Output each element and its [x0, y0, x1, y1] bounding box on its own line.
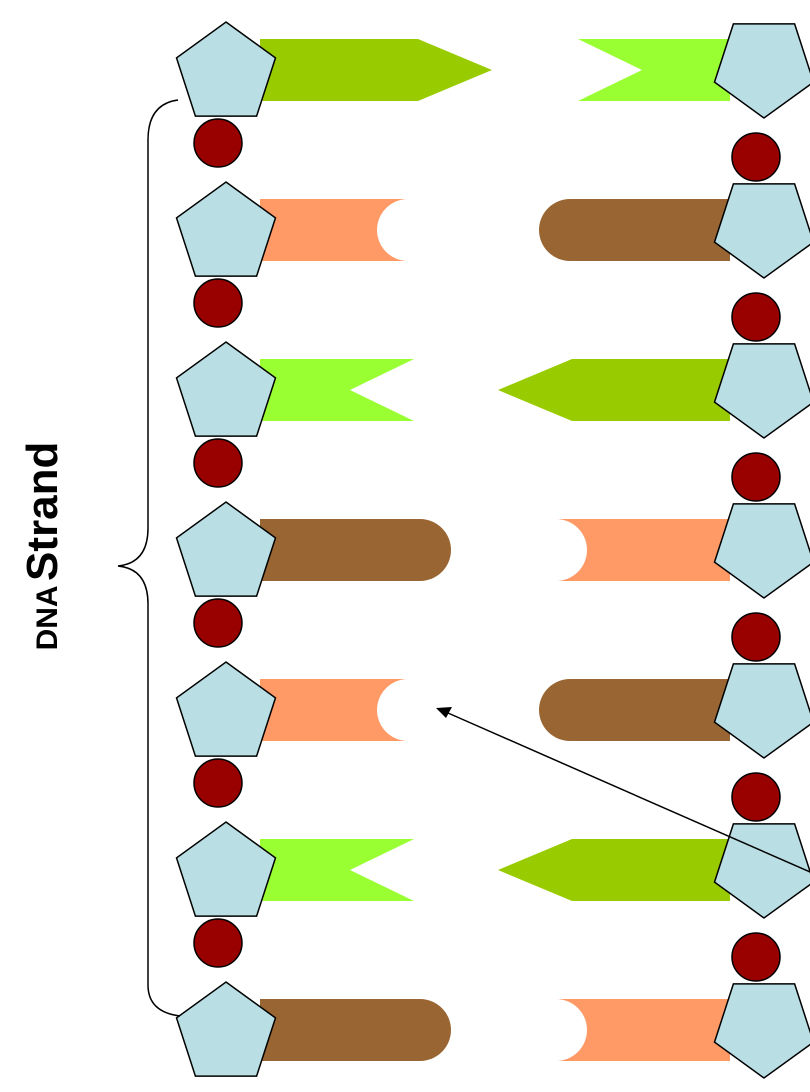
left-sugar-6	[175, 821, 277, 917]
right-sugar-5	[713, 663, 810, 759]
pointer-arrow	[436, 707, 810, 873]
right-sugar-7	[713, 983, 810, 1079]
sugar-groups	[175, 21, 810, 1079]
left-base-6	[260, 839, 414, 901]
right-sugar-4	[713, 503, 810, 599]
left-sugar-2	[175, 181, 277, 277]
left-phosphate-2	[193, 278, 243, 328]
right-base-6	[498, 839, 730, 901]
right-phosphate-5	[731, 772, 781, 822]
right-base-4	[556, 519, 730, 581]
left-phosphate-1	[193, 118, 243, 168]
right-base-5	[539, 679, 730, 741]
left-bases	[260, 39, 492, 1061]
right-phosphate-4	[731, 612, 781, 662]
left-phosphate-3	[193, 438, 243, 488]
left-phosphate-6	[193, 918, 243, 968]
left-base-4	[260, 519, 451, 581]
left-base-5	[260, 679, 408, 741]
right-base-7	[556, 999, 730, 1061]
left-sugar-1	[175, 21, 277, 117]
right-phosphate-2	[731, 292, 781, 342]
left-base-2	[260, 199, 408, 261]
phosphate-groups	[193, 118, 781, 982]
left-phosphate-5	[193, 758, 243, 808]
strand-brace	[117, 99, 181, 1017]
left-sugar-3	[175, 341, 277, 437]
right-base-2	[539, 199, 730, 261]
left-sugar-7	[175, 981, 277, 1077]
right-phosphate-6	[731, 932, 781, 982]
right-sugar-3	[713, 343, 810, 439]
left-base-3	[260, 359, 414, 421]
right-base-1	[578, 39, 730, 101]
right-phosphate-3	[731, 452, 781, 502]
left-sugar-4	[175, 501, 277, 597]
right-phosphate-1	[731, 132, 781, 182]
right-base-3	[498, 359, 730, 421]
left-base-1	[260, 39, 492, 101]
left-phosphate-4	[193, 598, 243, 648]
right-bases	[498, 39, 730, 1061]
right-sugar-1	[713, 23, 810, 119]
right-sugar-2	[713, 183, 810, 279]
right-sugar-6	[713, 823, 810, 919]
strand-label: DNA Strand	[18, 441, 67, 651]
left-sugar-5	[175, 661, 277, 757]
left-base-7	[260, 999, 451, 1061]
